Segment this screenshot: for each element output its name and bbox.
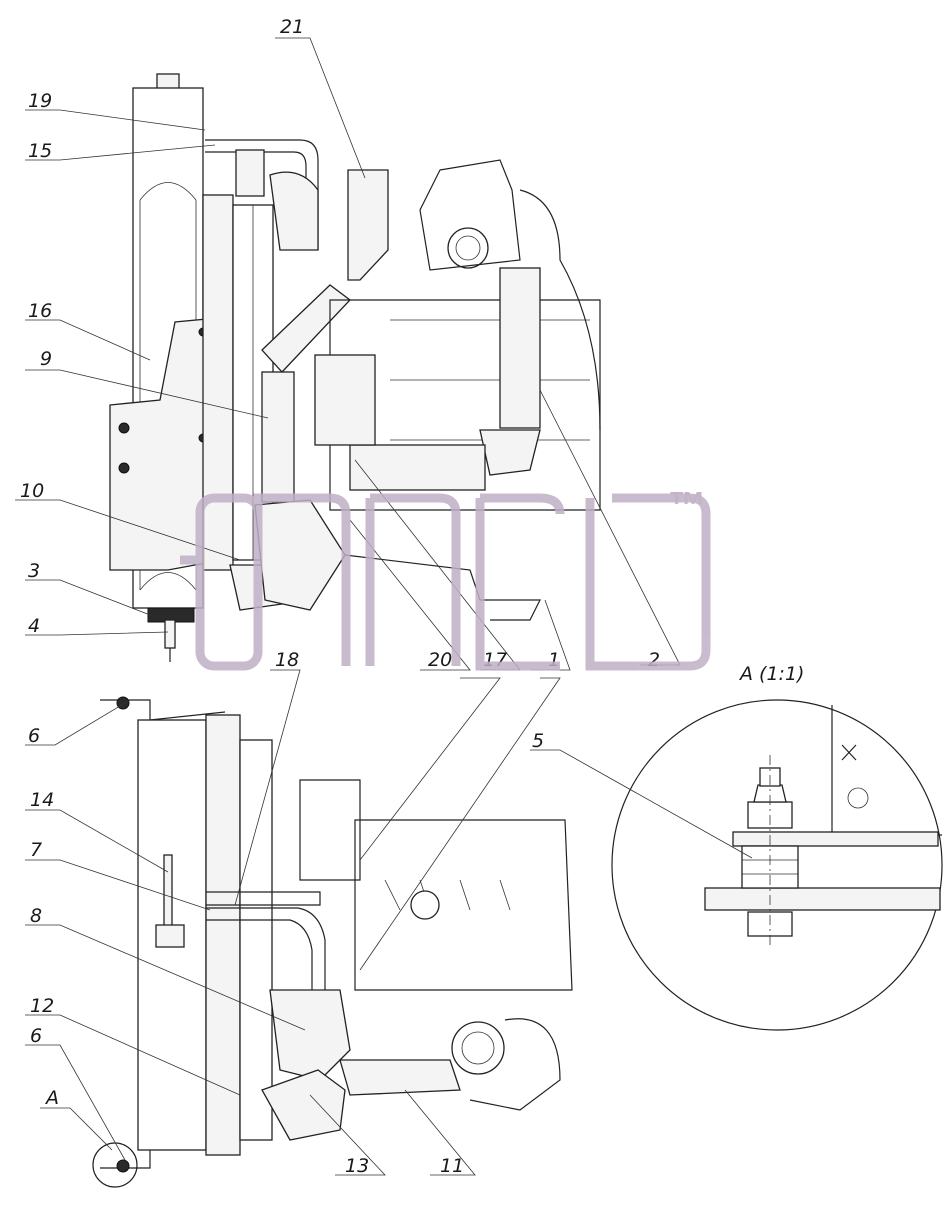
callout-9: 9: [40, 348, 52, 370]
fan-frame: [202, 194, 234, 571]
detail-bracket: [732, 831, 939, 847]
callout-10: 10: [20, 480, 44, 502]
radiator-side-tank: [205, 714, 241, 1156]
callout-labels: 21 19 15 16 9 10 3 4 20 17 1 2 18 6 14 7…: [20, 16, 804, 1177]
horizontal-pipe: [349, 444, 486, 491]
hose-9: [261, 371, 295, 503]
callout-13: 13: [345, 1155, 369, 1177]
callout-18: 18: [275, 649, 299, 671]
callout-5: 5: [532, 730, 544, 752]
callout-6-bottom: 6: [30, 1025, 42, 1047]
detail-view-a: [611, 699, 943, 1031]
charge-pipe-11: [339, 1059, 461, 1096]
callout-16: 16: [28, 300, 52, 322]
lower-elbow-2: [261, 1069, 346, 1141]
callout-20: 20: [428, 649, 452, 671]
callout-12: 12: [30, 995, 54, 1017]
upper-view: [109, 73, 601, 662]
callout-A: A: [44, 1087, 59, 1109]
callout-21: 21: [280, 16, 304, 38]
intake-port: [447, 227, 489, 269]
detail-circle: [611, 699, 943, 1031]
callout-11: 11: [440, 1155, 464, 1177]
lower-view: [92, 696, 573, 1188]
detail-view-title: A (1:1): [738, 663, 804, 685]
upper-hose-clamp: [235, 149, 265, 197]
charge-air-pipe: [499, 267, 541, 429]
callout-19: 19: [28, 90, 52, 112]
fan-hub-lower: [299, 779, 361, 881]
watermark-logo: ™: [180, 485, 711, 671]
engine-block-lower: [354, 819, 573, 991]
lower-elbow: [254, 499, 346, 611]
upper-elbow: [269, 171, 319, 251]
callout-15: 15: [28, 140, 52, 162]
shroud-lower: [239, 739, 273, 1141]
fan-hub: [314, 354, 376, 446]
thermostat-pipe: [347, 169, 389, 281]
callout-8: 8: [30, 905, 42, 927]
callout-14: 14: [30, 789, 54, 811]
mount-bolt: [164, 619, 176, 649]
callout-7: 7: [30, 839, 42, 861]
turbo-housing: [451, 1021, 505, 1075]
callout-3: 3: [28, 560, 40, 582]
detail-frame: [704, 887, 941, 911]
detail-marker: [92, 1142, 138, 1188]
lower-hose: [269, 989, 351, 1081]
callout-4: 4: [28, 615, 40, 637]
callout-6-top: 6: [28, 725, 40, 747]
trademark-symbol: ™: [668, 485, 706, 527]
filler-plug: [155, 924, 185, 948]
